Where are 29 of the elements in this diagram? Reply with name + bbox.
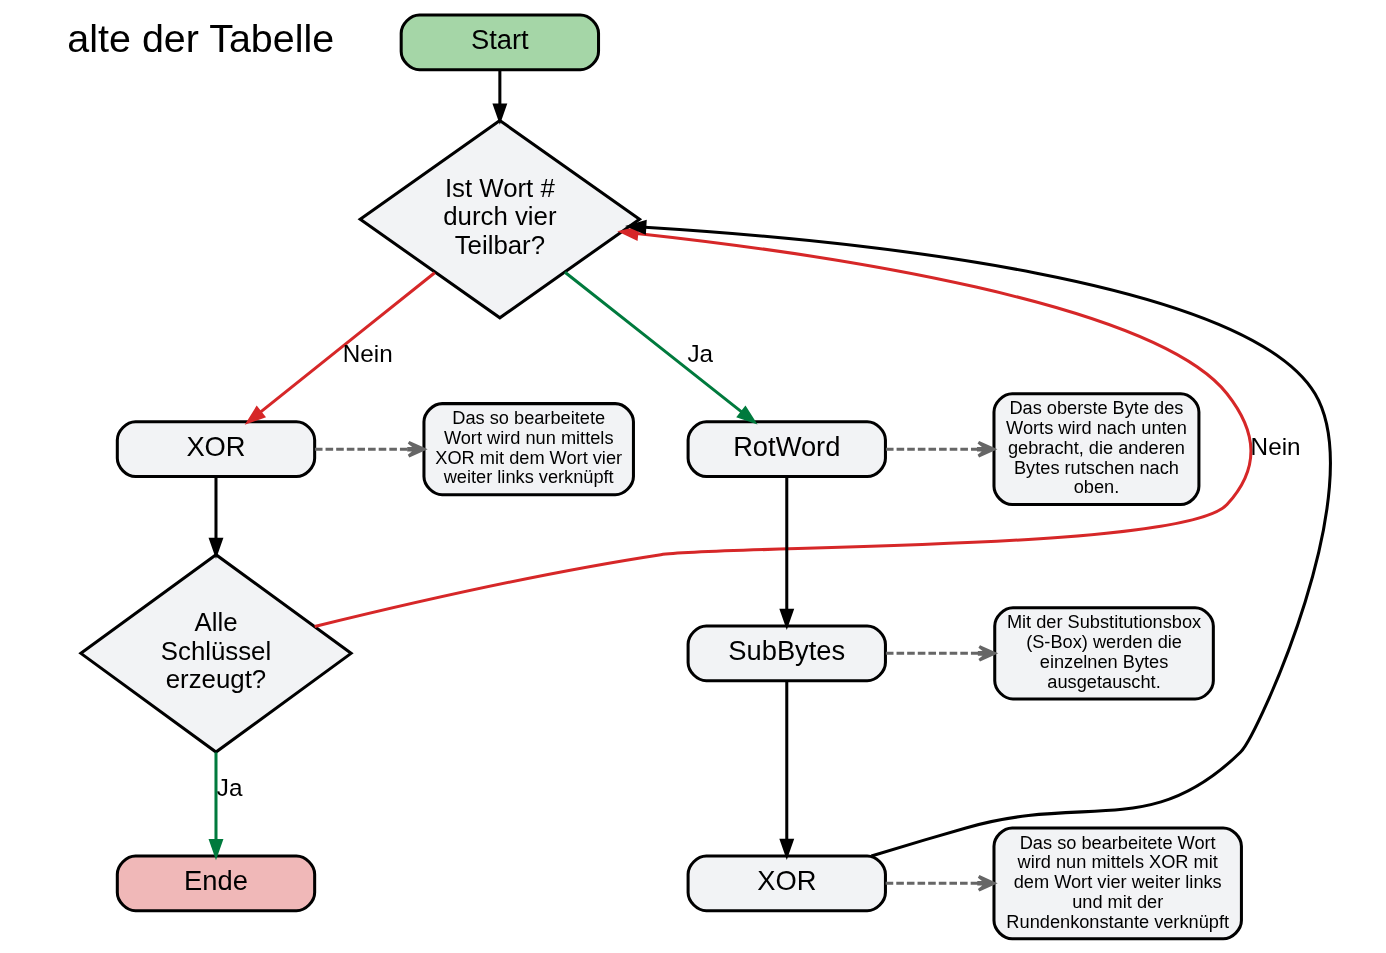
node-box: Das oberste Byte des Worts wird nach unten gebracht, die anderen Bytes rutschen nach oben. — [992, 392, 1201, 507]
arrow — [625, 219, 1332, 858]
node-diamond: Alle Schlüssel erzeugt? — [78, 552, 354, 754]
arrow — [208, 752, 224, 861]
edge-label: Ja — [687, 339, 714, 367]
node-box: Start — [399, 13, 601, 72]
arrow — [244, 271, 436, 425]
edge-label: Nein — [342, 339, 393, 367]
node-box: Das so bearbeitete Wort wird nun mittels XOR mit dem Wort vier weiter links verknüpft — [422, 402, 635, 497]
label: alte der Tabelle — [67, 15, 335, 60]
node-box: Ende — [115, 854, 317, 913]
arrow — [885, 875, 996, 892]
node-box: Mit der Substitutionsbox (S-Box) werden die einzelnen Bytes ausgetauscht. — [993, 606, 1215, 701]
arrow — [492, 70, 508, 125]
edge-label: Nein — [1250, 432, 1301, 460]
arrow — [314, 440, 426, 458]
arrow — [779, 680, 795, 860]
arrow — [779, 476, 795, 630]
node-box: SubBytes — [686, 624, 887, 683]
arrow — [208, 476, 224, 560]
node-box: XOR — [686, 854, 887, 913]
arrow — [885, 440, 996, 458]
arrow — [314, 226, 1253, 628]
node-box: RotWord — [686, 420, 887, 478]
arrow — [564, 271, 758, 425]
node-box: Das so bearbeitete Wort wird nun mittels XOR mit dem Wort vier weiter links und mit der Rundenkonstante verknüpft — [992, 826, 1243, 941]
node-box: XOR — [115, 420, 317, 478]
arrow — [885, 645, 997, 662]
edge-label: Ja — [216, 773, 243, 801]
